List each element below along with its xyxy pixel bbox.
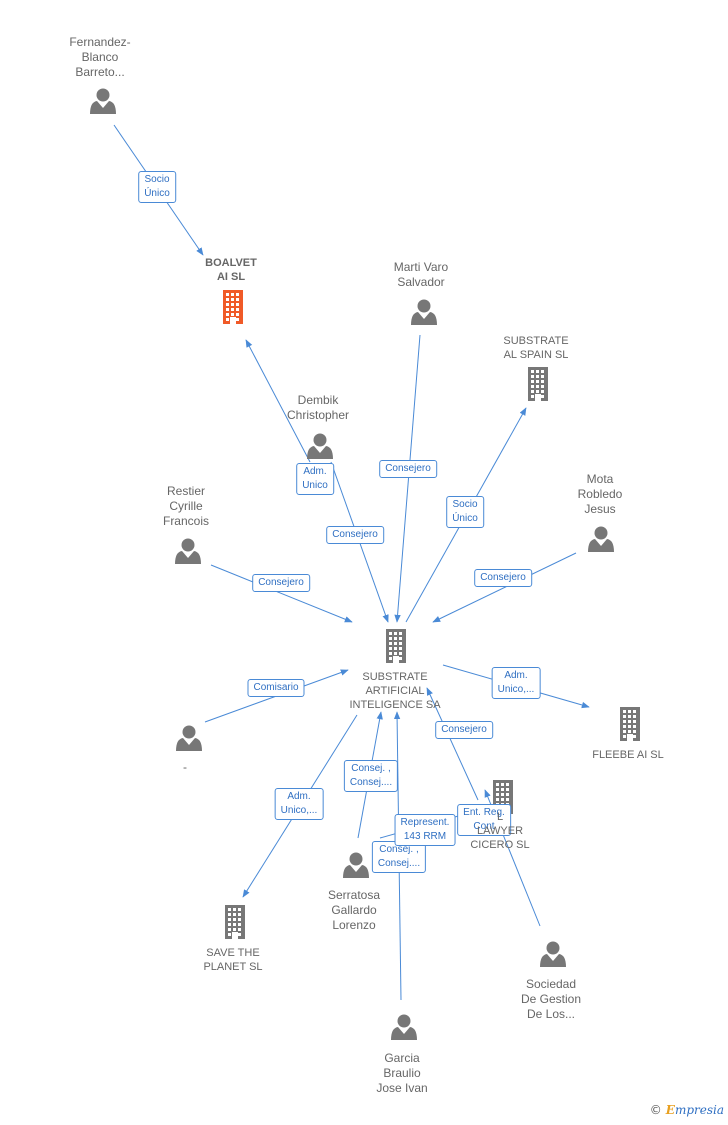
node-label-boalvet[interactable]: BOALVET AI SL	[205, 257, 257, 283]
brand-name: mpresia	[674, 1103, 724, 1117]
node-label-lawyer[interactable]: L LAWYER CICERO SL	[470, 811, 530, 851]
building-icon-substrate_artificial[interactable]	[386, 629, 406, 663]
person-icon-dash[interactable]	[176, 725, 202, 752]
edge-label-substrate_artificial-to-save_planet[interactable]: Adm. Unico,...	[274, 788, 324, 820]
edge-restier-to-substrate_artificial	[210, 564, 353, 623]
edge-label-dash-to-substrate_artificial[interactable]: Comisario	[247, 679, 305, 697]
person-icon-marti[interactable]	[411, 299, 437, 326]
edge-label-sociedad-to-lawyer[interactable]: Ent. Reg. Cont	[457, 804, 511, 836]
node-label-serratosa[interactable]: Serratosa Gallardo Lorenzo	[327, 888, 381, 932]
person-icon-garcia[interactable]	[391, 1014, 417, 1041]
edge-label-serratosa-to-lawyer[interactable]: Represent. 143 RRM	[394, 814, 456, 846]
node-label-mota[interactable]: Mota Robledo Jesus	[577, 472, 623, 516]
edge-dembik-to-boalvet	[245, 339, 311, 463]
node-label-dash[interactable]: -	[183, 760, 187, 774]
node-label-fleebe[interactable]: FLEEBE AI SL	[592, 749, 664, 761]
edge-marti-to-substrate_artificial	[394, 334, 421, 623]
node-label-sociedad[interactable]: Sociedad De Gestion De Los...	[520, 977, 582, 1021]
brand-initial: E	[665, 1103, 675, 1117]
node-label-substrate_spain[interactable]: SUBSTRATE AL SPAIN SL	[503, 335, 569, 361]
edge-label-lawyer-to-substrate_artificial[interactable]: Consejero	[435, 721, 493, 739]
edge-label-substrate_artificial-to-substrate_spain[interactable]: Socio Único	[446, 496, 484, 528]
node-label-fernandez[interactable]: Fernandez- Blanco Barreto...	[69, 35, 131, 79]
edge-mota-to-substrate_artificial	[432, 552, 577, 623]
person-icon-serratosa[interactable]	[343, 852, 369, 879]
person-icon-restier[interactable]	[175, 538, 201, 565]
node-label-restier[interactable]: Restier Cyrille Francois	[162, 484, 209, 528]
building-icon-substrate_spain[interactable]	[528, 367, 548, 401]
edge-label-fernandez-to-boalvet[interactable]: Socio Único	[138, 171, 176, 203]
building-icon-save_planet[interactable]	[225, 905, 245, 939]
node-label-marti[interactable]: Marti Varo Salvador	[393, 260, 449, 289]
person-icon-fernandez[interactable]	[90, 88, 116, 115]
edge-label-substrate_artificial-to-fleebe[interactable]: Adm. Unico,...	[491, 667, 541, 699]
edge-label-restier-to-substrate_artificial[interactable]: Consejero	[252, 574, 310, 592]
person-icon-dembik[interactable]	[307, 433, 333, 460]
edge-label-mota-to-substrate_artificial[interactable]: Consejero	[474, 569, 532, 587]
edge-label-garcia-to-substrate_artificial[interactable]: Consej. , Consej....	[371, 841, 427, 873]
brand-logo: ©Empresia	[650, 1103, 724, 1117]
edge-label-serratosa-to-substrate_artificial[interactable]: Consej. , Consej....	[343, 760, 399, 792]
node-label-garcia[interactable]: Garcia Braulio Jose Ivan	[376, 1051, 428, 1095]
person-icon-sociedad[interactable]	[540, 941, 566, 968]
node-label-substrate_artificial[interactable]: SUBSTRATE ARTIFICIAL INTELIGENCE SA	[349, 671, 441, 711]
person-icon-mota[interactable]	[588, 526, 614, 553]
edge-label-marti-to-substrate_artificial[interactable]: Consejero	[379, 460, 437, 478]
edge-label-dembik-to-substrate_artificial[interactable]: Consejero	[326, 526, 384, 544]
building-icon-fleebe[interactable]	[620, 707, 640, 741]
node-label-save_planet[interactable]: SAVE THE PLANET SL	[203, 947, 263, 973]
building-icon-boalvet[interactable]	[223, 290, 243, 324]
node-label-dembik[interactable]: Dembik Christopher	[286, 393, 350, 422]
edge-lawyer-to-substrate_artificial	[426, 687, 479, 801]
edge-label-dembik-to-boalvet[interactable]: Adm. Unico	[296, 463, 334, 495]
copyright-symbol: ©	[649, 1103, 662, 1117]
